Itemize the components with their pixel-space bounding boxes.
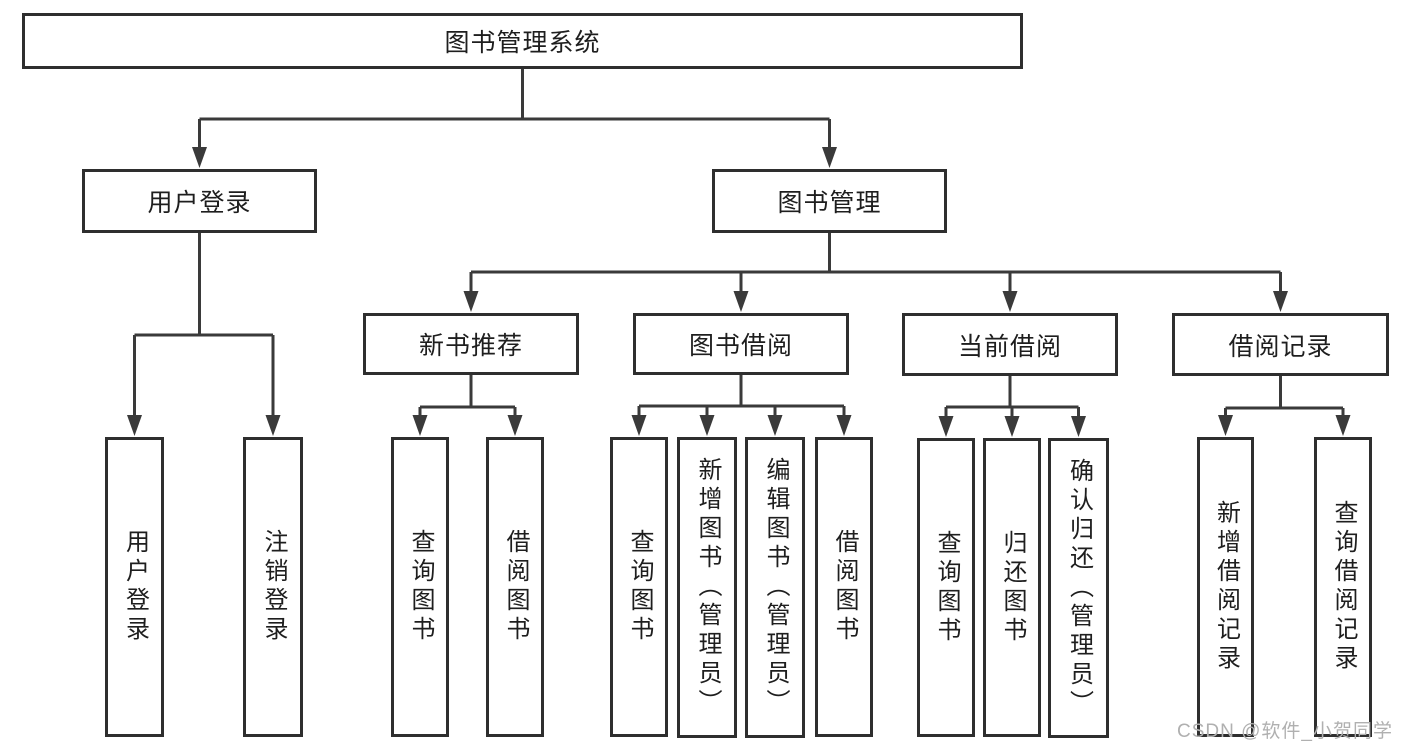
node-label: 借阅记录	[1228, 332, 1333, 361]
node-label: 查询借阅记录	[1330, 500, 1357, 674]
node-leaf_bw_add: 新增图书（管理员）	[677, 437, 737, 738]
node-leaf_login_user: 用户登录	[105, 437, 164, 737]
node-label: 查询图书	[407, 529, 434, 645]
node-borrow: 图书借阅	[633, 313, 849, 375]
node-label: 用户登录	[121, 529, 149, 645]
node-label: 借阅图书	[502, 529, 529, 645]
node-leaf_bw_borrow: 借阅图书	[815, 437, 873, 737]
node-leaf_rec_query: 查询借阅记录	[1314, 437, 1372, 737]
node-leaf_nb_borrow: 借阅图书	[486, 437, 544, 737]
node-login: 用户登录	[82, 169, 317, 233]
node-label: 用户登录	[147, 189, 252, 217]
node-leaf_nb_query: 查询图书	[391, 437, 449, 737]
node-label: 借阅图书	[831, 529, 858, 645]
node-label: 编辑图书（管理员）	[762, 457, 789, 718]
node-root: 图书管理系统	[22, 13, 1023, 69]
node-label: 当前借阅	[957, 332, 1062, 361]
node-mgmt: 图书管理	[712, 169, 947, 233]
node-label: 归还图书	[999, 529, 1026, 646]
node-label: 查询图书	[933, 529, 960, 646]
node-leaf_cur_confirm: 确认归还（管理员）	[1048, 438, 1109, 738]
node-leaf_login_out: 注销登录	[243, 437, 303, 737]
node-label: 新增借阅记录	[1212, 500, 1240, 674]
node-leaf_rec_add: 新增借阅记录	[1197, 437, 1254, 737]
arrowheads	[127, 147, 1351, 437]
node-leaf_bw_edit: 编辑图书（管理员）	[745, 437, 805, 738]
node-leaf_cur_return: 归还图书	[983, 438, 1041, 737]
node-label: 新书推荐	[418, 332, 523, 360]
node-label: 注销登录	[260, 529, 287, 645]
node-newbook: 新书推荐	[363, 313, 579, 375]
node-leaf_bw_query: 查询图书	[610, 437, 668, 737]
node-leaf_cur_query: 查询图书	[917, 438, 975, 737]
node-label: 确认归还（管理员）	[1065, 457, 1093, 719]
node-current: 当前借阅	[902, 313, 1118, 376]
node-label: 新增图书（管理员）	[694, 457, 721, 718]
node-records: 借阅记录	[1172, 313, 1389, 376]
node-label: 图书管理	[777, 189, 882, 217]
watermark-text: CSDN @软件_小贺同学	[1177, 721, 1393, 742]
node-label: 图书借阅	[688, 332, 793, 360]
node-label: 图书管理系统	[444, 29, 601, 57]
node-label: 查询图书	[626, 529, 653, 645]
